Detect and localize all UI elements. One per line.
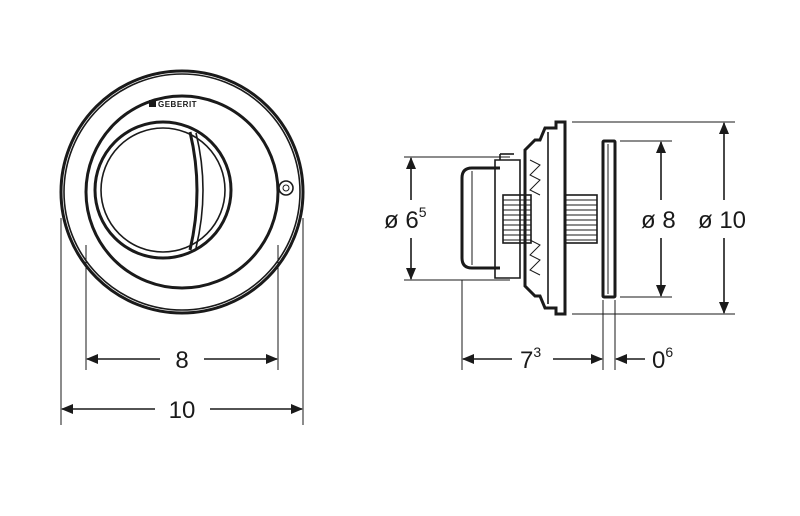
thread-right [564,194,598,244]
dim-label-depth: 73 [520,344,541,374]
wall-plate [601,139,617,299]
dim-label-outer: 10 [169,397,196,424]
button-outer-ring [93,120,233,260]
thread-left [502,194,532,244]
release-knob-center [282,184,290,192]
brand-logo-mark [149,100,156,107]
button-inner-ring [100,127,226,253]
dual-flush-split-line [188,131,199,251]
actuator-body [494,159,521,279]
dim-label-inner-dia: ø 8 [641,207,676,234]
outer-plate-ring [59,69,305,315]
dual-flush-split-line-2 [195,132,204,249]
dim-label-plate: 06 [652,344,673,374]
push-button-cap [460,166,500,270]
release-knob [278,180,294,196]
front-view: GEBERIT 8 10 [59,69,305,425]
dim-label-inner: 8 [175,347,188,374]
side-view: ø 65 ø 8 ø 10 73 06 [384,120,746,374]
flange-serrations [529,159,541,276]
dim-label-outer-dia: ø 10 [698,207,746,234]
outer-plate-inner-edge [63,73,301,311]
dim-label-button-dia: ø 65 [384,204,427,234]
mounting-flange [523,120,567,316]
brand-logo-text: GEBERIT [158,100,197,109]
inner-bezel-ring [84,94,280,290]
